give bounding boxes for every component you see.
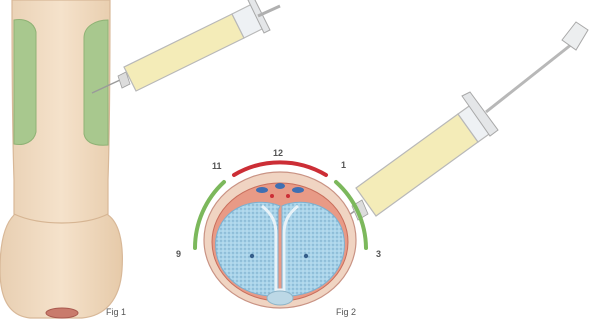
figure-1: Fig 1 [0,0,126,318]
figure-1-label: Fig 1 [106,307,126,317]
injection-zone-right [84,20,108,145]
clock-label-1: 1 [341,160,346,170]
syringe-icon [312,22,588,242]
syringe-icon [92,0,280,93]
urethral-meatus [46,308,78,318]
corpus-spongiosum [267,291,293,305]
clock-label-11: 11 [212,161,222,171]
figure-2: 9 11 12 1 3 Fig 2 [176,148,381,317]
injection-zone-left [14,20,36,145]
figure-2-label: Fig 2 [336,307,356,317]
clock-label-3: 3 [376,249,381,259]
clock-label-12: 12 [273,148,283,158]
clock-label-9: 9 [176,249,181,259]
